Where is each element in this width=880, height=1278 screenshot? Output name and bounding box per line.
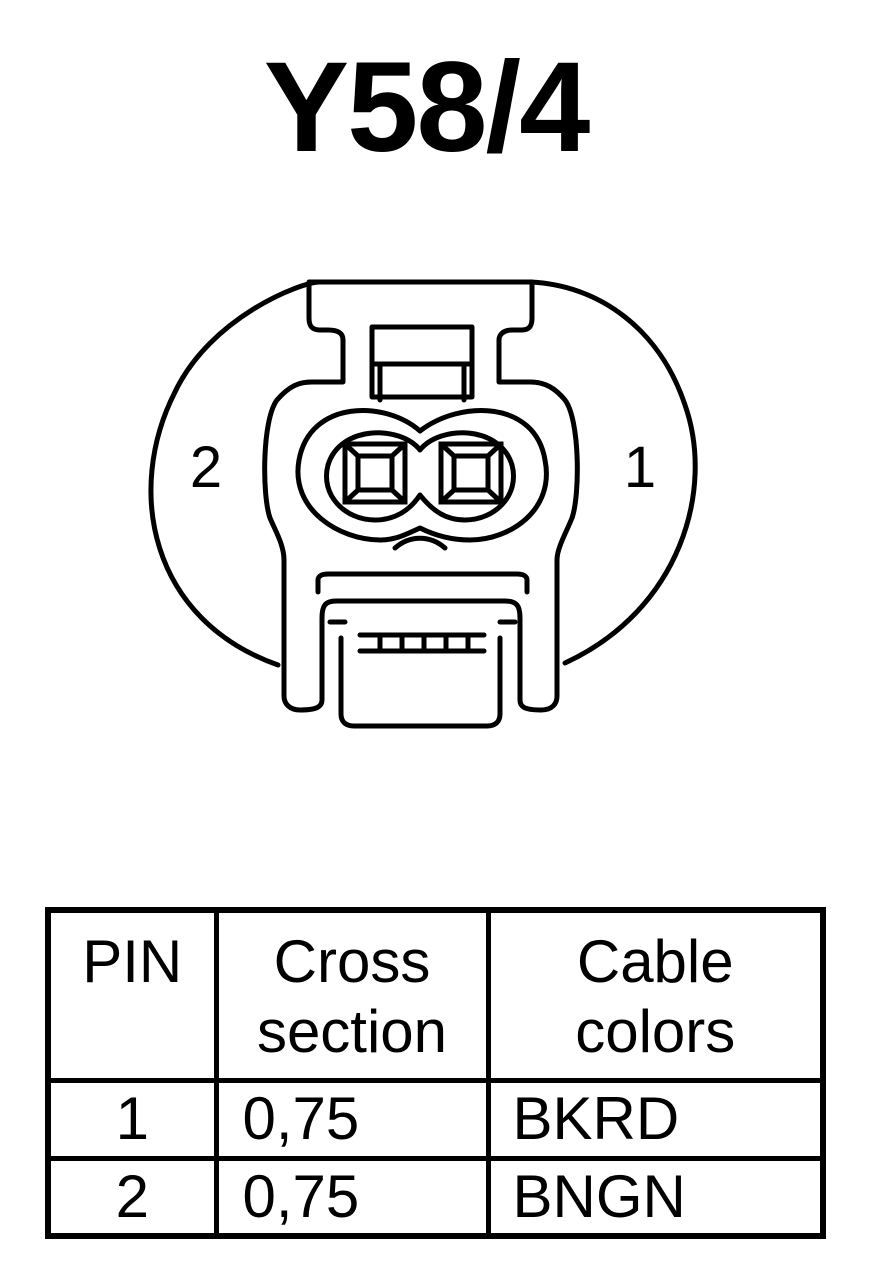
cell-pin: 1 <box>45 1077 219 1161</box>
cell-pin: 2 <box>45 1155 219 1239</box>
cell-cable-colors: BNGN <box>485 1155 826 1239</box>
table-row: 2 0,75 BNGN <box>45 1155 826 1239</box>
pin-1-terminal <box>438 441 504 505</box>
pin-cavity-outline <box>295 408 549 543</box>
header-pin: PIN <box>45 907 219 1083</box>
housing-outline <box>148 279 698 668</box>
cell-cable-colors: BKRD <box>485 1077 826 1161</box>
pin-label-right: 1 <box>624 435 656 500</box>
header-cable-colors: Cable colors <box>485 907 826 1083</box>
pin-label-left: 2 <box>190 435 222 500</box>
table-header-row: PIN Cross section Cable colors <box>45 907 826 1083</box>
table-row: 1 0,75 BKRD <box>45 1077 826 1161</box>
lock-tab <box>315 571 530 595</box>
connector-title: Y58/4 <box>263 36 591 179</box>
connector-diagram: 2 1 <box>148 279 698 729</box>
cell-cross-section: 0,75 <box>213 1077 491 1161</box>
lower-protrusion <box>338 635 503 729</box>
pin-2-terminal <box>342 441 408 505</box>
latch-body-outline <box>262 279 580 713</box>
pin-assignment-table: PIN Cross section Cable colors 1 0,75 BK… <box>45 907 826 1239</box>
cell-cross-section: 0,75 <box>213 1155 491 1239</box>
header-cross-section: Cross section <box>213 907 491 1083</box>
